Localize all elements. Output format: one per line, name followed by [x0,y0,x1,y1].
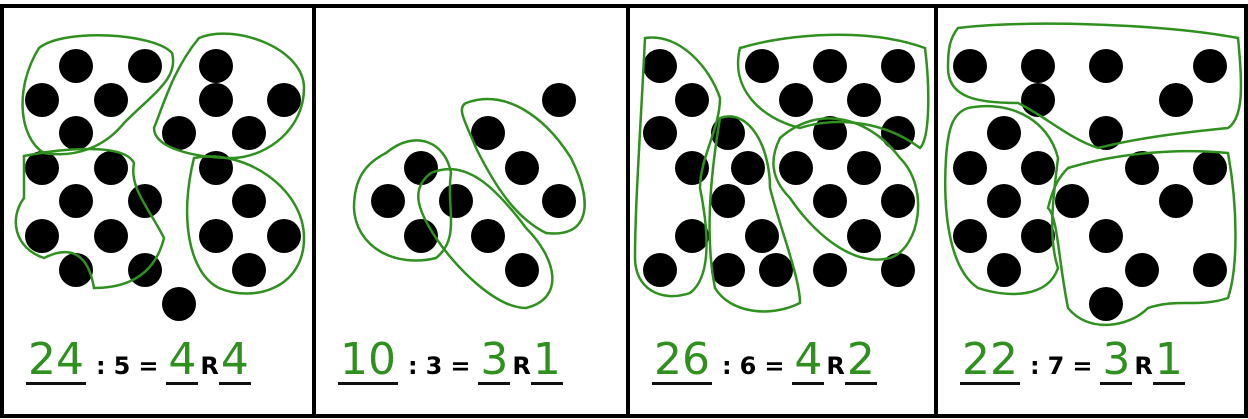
division-operator: : [722,352,732,380]
dividend-answer: 10 [338,338,398,385]
dot-drawing-4 [938,8,1248,338]
division-card-3: 26 : 6 = 4 R 2 [626,4,938,418]
equals-sign: = [138,352,158,380]
dot-drawing-3 [630,8,938,338]
division-card-2: 10 : 3 = 3 R 1 [312,4,630,418]
equation-2: 10 : 3 = 3 R 1 [338,338,565,385]
dividend-answer: 22 [960,338,1020,385]
quotient-answer: 4 [166,338,198,385]
remainder-answer: 4 [219,338,251,385]
remainder-label: R [826,352,844,380]
remainder-answer: 1 [531,338,563,385]
division-operator: : [96,352,106,380]
equals-sign: = [1072,352,1092,380]
dividend-answer: 24 [26,338,86,385]
remainder-label: R [200,352,218,380]
equals-sign: = [450,352,470,380]
remainder-answer: 1 [1153,338,1185,385]
equation-3: 26 : 6 = 4 R 2 [652,338,879,385]
divisor: 5 [114,352,131,380]
divisor: 7 [1048,352,1065,380]
division-card-1: 24 : 5 = 4 R 4 [0,4,316,418]
equation-4: 22 : 7 = 3 R 1 [960,338,1187,385]
quotient-answer: 3 [478,338,510,385]
division-card-4: 22 : 7 = 3 R 1 [934,4,1248,418]
equation-1: 24 : 5 = 4 R 4 [26,338,253,385]
quotient-answer: 3 [1100,338,1132,385]
dot-drawing-1 [4,8,316,338]
remainder-label: R [512,352,530,380]
dot-drawing-2 [316,8,630,338]
division-operator: : [408,352,418,380]
remainder-answer: 2 [845,338,877,385]
dividend-answer: 26 [652,338,712,385]
divisor: 3 [426,352,443,380]
equals-sign: = [764,352,784,380]
quotient-answer: 4 [792,338,824,385]
division-operator: : [1030,352,1040,380]
remainder-label: R [1134,352,1152,380]
divisor: 6 [740,352,757,380]
